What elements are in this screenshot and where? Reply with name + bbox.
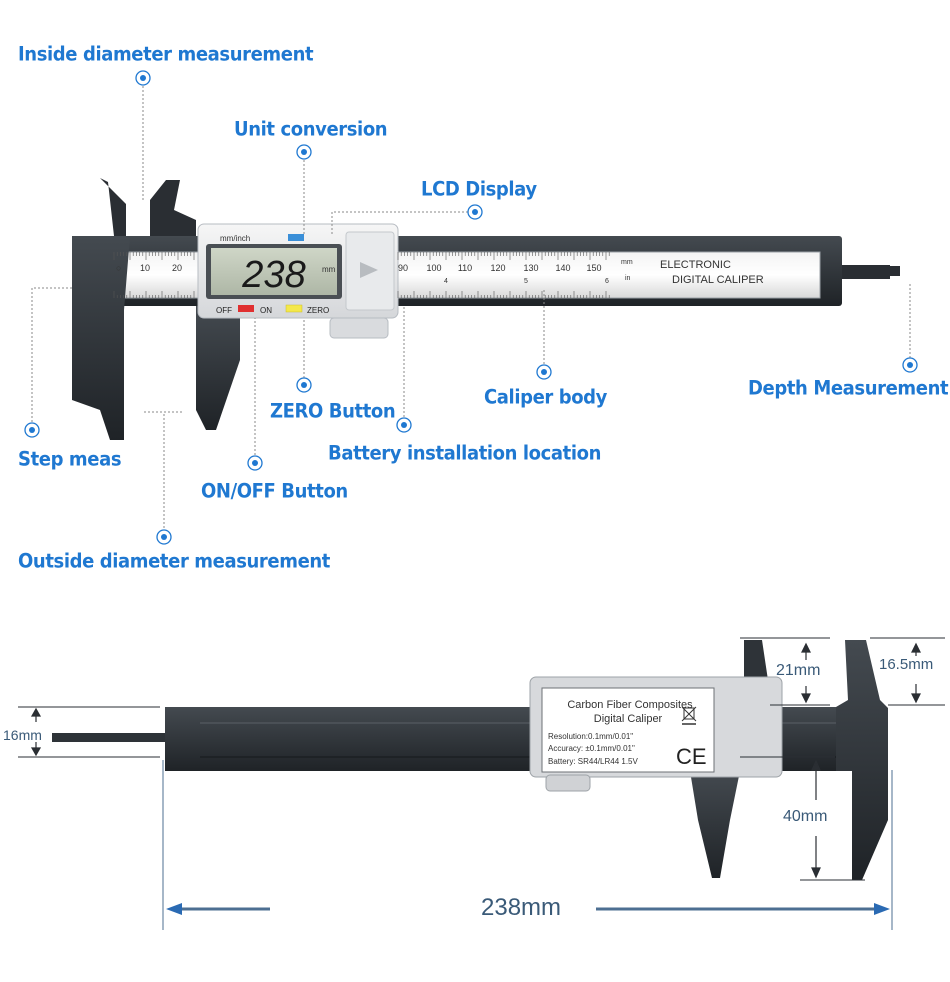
scale-label: 120 — [490, 263, 505, 273]
scale-label: 140 — [555, 263, 570, 273]
dim-tip-jaw: 16.5mm — [879, 656, 934, 673]
moving-outer-jaw — [690, 771, 740, 878]
callout-unit-conversion: Unit conversion — [234, 117, 388, 142]
lcd-screen — [211, 248, 337, 295]
marker-dot — [296, 377, 312, 393]
scale-label: 10 — [140, 263, 150, 273]
callout-inside-diameter: Inside diameter measurement — [18, 42, 314, 67]
scale-mm-unit: mm — [621, 259, 633, 266]
moving-inner-jaw — [150, 180, 196, 236]
marker-dot — [247, 455, 263, 471]
spec-resolution: Resolution:0.1mm/0.01" — [548, 732, 633, 741]
on-label: ON — [260, 306, 272, 315]
scale-label: 110 — [458, 263, 472, 273]
dim-inner-jaw: 21mm — [776, 662, 821, 679]
dim-total-length: 238mm — [481, 894, 562, 921]
inch-label: 4 — [444, 278, 448, 285]
depth-rod — [52, 733, 167, 742]
callout-step-meas: Step meas — [18, 447, 122, 472]
fixed-inner-jaw — [100, 178, 126, 236]
thumb-wheel — [545, 774, 591, 792]
dim-outer-jaw: 40mm — [783, 808, 828, 825]
scale-label: 100 — [426, 263, 441, 273]
brand-line2: DIGITAL CALIPER — [672, 274, 764, 286]
top-caliper: mm/inch 238 mm OFF ON ZERO ○ 10 20 90 10… — [72, 178, 900, 440]
zero-label: ZERO — [307, 306, 329, 315]
moving-outer-jaw — [196, 306, 240, 430]
callout-onoff-button: ON/OFF Button — [201, 479, 348, 504]
fixed-jaw — [836, 640, 888, 880]
dimension-arrows — [30, 642, 921, 879]
marker-dot — [296, 144, 312, 160]
inch-label: 5 — [524, 278, 528, 285]
marker-dot — [467, 204, 483, 220]
spec-line1: Carbon Fiber Composites — [567, 699, 693, 711]
scale-label: 90 — [398, 263, 408, 273]
scale-in-unit: in — [625, 275, 631, 282]
callout-zero-button: ZERO Button — [270, 399, 396, 424]
marker-dot — [24, 422, 40, 438]
fixed-outer-jaw — [72, 236, 130, 440]
leader-lines — [31, 86, 911, 536]
svg-text:○: ○ — [116, 263, 121, 273]
total-length-arrows — [166, 903, 890, 915]
onoff-button[interactable] — [238, 305, 254, 312]
marker-dot — [135, 70, 151, 86]
weee-bin-icon — [681, 706, 697, 725]
marker-dot — [536, 364, 552, 380]
spec-line2: Digital Caliper — [594, 713, 663, 725]
bottom-caliper: Carbon Fiber Composites Digital Caliper … — [52, 640, 888, 880]
marker-dot — [396, 417, 412, 433]
svg-text:mm: mm — [322, 265, 336, 274]
spec-label — [541, 687, 715, 773]
thumb-wheel — [329, 317, 389, 339]
scale-label: 150 — [586, 263, 601, 273]
spec-battery: Battery: SR44/LR44 1.5V — [548, 757, 638, 766]
callout-markers — [24, 70, 918, 545]
callout-outside-diameter: Outside diameter measurement — [18, 549, 330, 574]
inch-label: 6 — [605, 278, 609, 285]
unit-conversion-button[interactable] — [288, 234, 304, 241]
lcd-reading: 238 — [241, 254, 305, 296]
callout-depth-measurement: Depth Measurement — [748, 376, 949, 401]
unit-label: mm/inch — [220, 234, 250, 243]
callout-battery-location: Battery installation location — [328, 441, 602, 466]
scale-label: 20 — [172, 263, 182, 273]
marker-dot — [156, 529, 172, 545]
scale-ticks — [113, 252, 610, 298]
off-label: OFF — [216, 306, 232, 315]
ce-mark: CE — [676, 744, 707, 769]
brand-line1: ELECTRONIC — [660, 259, 731, 271]
dim-depth-rod: 16mm — [3, 727, 42, 743]
callout-caliper-body: Caliper body — [484, 385, 608, 410]
zero-button[interactable] — [285, 304, 303, 313]
spec-accuracy: Accuracy: ±0.1mm/0.01" — [548, 744, 635, 753]
dimension-extension-lines — [18, 637, 945, 930]
marker-dot — [902, 357, 918, 373]
callout-lcd-display: LCD Display — [421, 177, 537, 202]
scale-label: 130 — [523, 263, 538, 273]
